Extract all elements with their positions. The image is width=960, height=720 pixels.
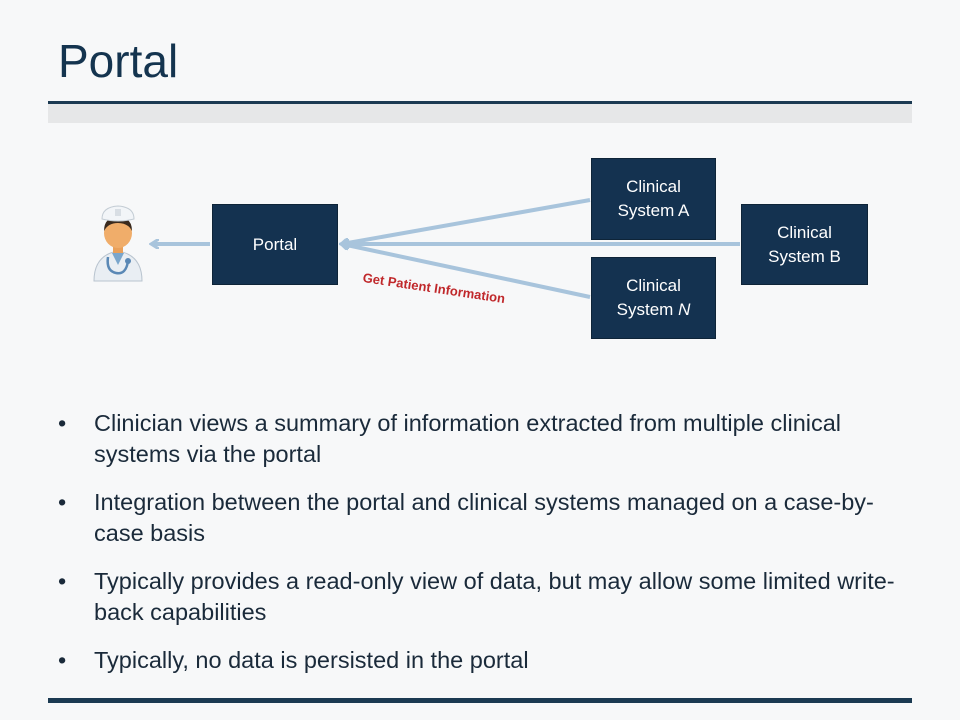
clinician-icon	[93, 205, 143, 282]
system-a-line2: System A	[617, 201, 690, 220]
portal-node: Portal	[212, 204, 338, 285]
arrow-system-a-to-portal	[342, 198, 591, 244]
title-divider	[48, 101, 912, 104]
system-n-line2-text: System	[616, 300, 674, 319]
system-n-line2: System N	[617, 298, 691, 322]
clinical-system-b-node: Clinical System B	[741, 204, 868, 285]
title-band	[48, 104, 912, 123]
bullet-text: Typically, no data is persisted in the p…	[94, 647, 529, 673]
list-item: • Typically provides a read-only view of …	[58, 566, 898, 628]
list-item: • Clinician views a summary of informatio…	[58, 408, 898, 470]
bullet-text: Integration between the portal and clini…	[94, 489, 874, 546]
bullet-text: Typically provides a read-only view of d…	[94, 568, 895, 625]
system-a-line1: Clinical	[626, 177, 681, 196]
system-b-line2: System B	[768, 246, 841, 266]
bullet-text: Clinician views a summary of information…	[94, 410, 842, 467]
bullet-marker: •	[58, 568, 67, 594]
bullet-marker: •	[58, 410, 67, 436]
system-n-line1: Clinical	[626, 276, 681, 295]
list-item: • Typically, no data is persisted in the …	[58, 645, 898, 676]
portal-node-label: Portal	[252, 234, 298, 254]
arrow-system-n-to-portal	[342, 244, 591, 299]
clinical-system-n-node: Clinical System N	[591, 257, 716, 339]
bullet-marker: •	[58, 647, 67, 673]
bullet-list: • Clinician views a summary of informatio…	[58, 408, 898, 693]
footer-divider	[48, 698, 912, 703]
list-item: • Integration between the portal and clin…	[58, 487, 898, 549]
system-b-line1: Clinical	[777, 222, 832, 242]
bullet-marker: •	[58, 489, 67, 515]
system-n-italic: N	[678, 300, 691, 319]
clinical-system-a-node: Clinical System A	[591, 158, 716, 240]
page-title: Portal	[58, 35, 179, 87]
